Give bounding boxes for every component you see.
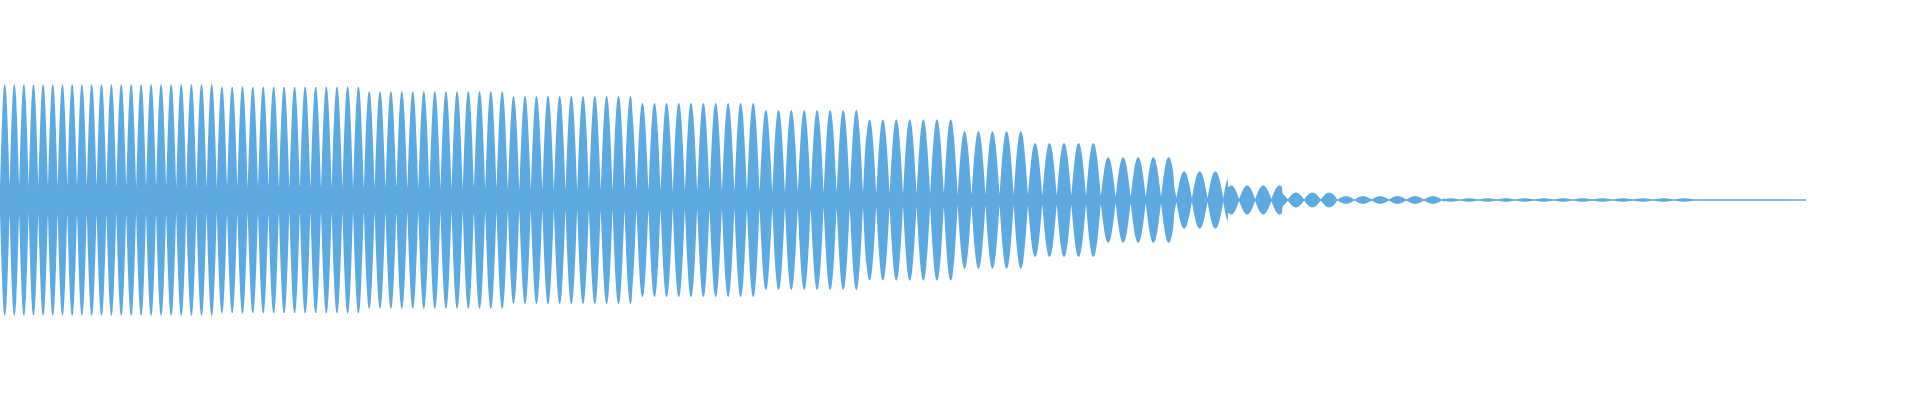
waveform-amplitude-shape	[0, 83, 1806, 317]
waveform-shape-group	[0, 83, 1806, 317]
